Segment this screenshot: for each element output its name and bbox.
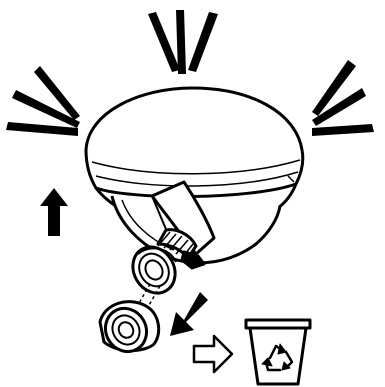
removed-bulb — [98, 301, 159, 359]
diagonal-arrow-icon — [170, 292, 208, 336]
up-arrow-icon — [40, 188, 68, 236]
outline-right-arrow-icon — [194, 336, 232, 372]
